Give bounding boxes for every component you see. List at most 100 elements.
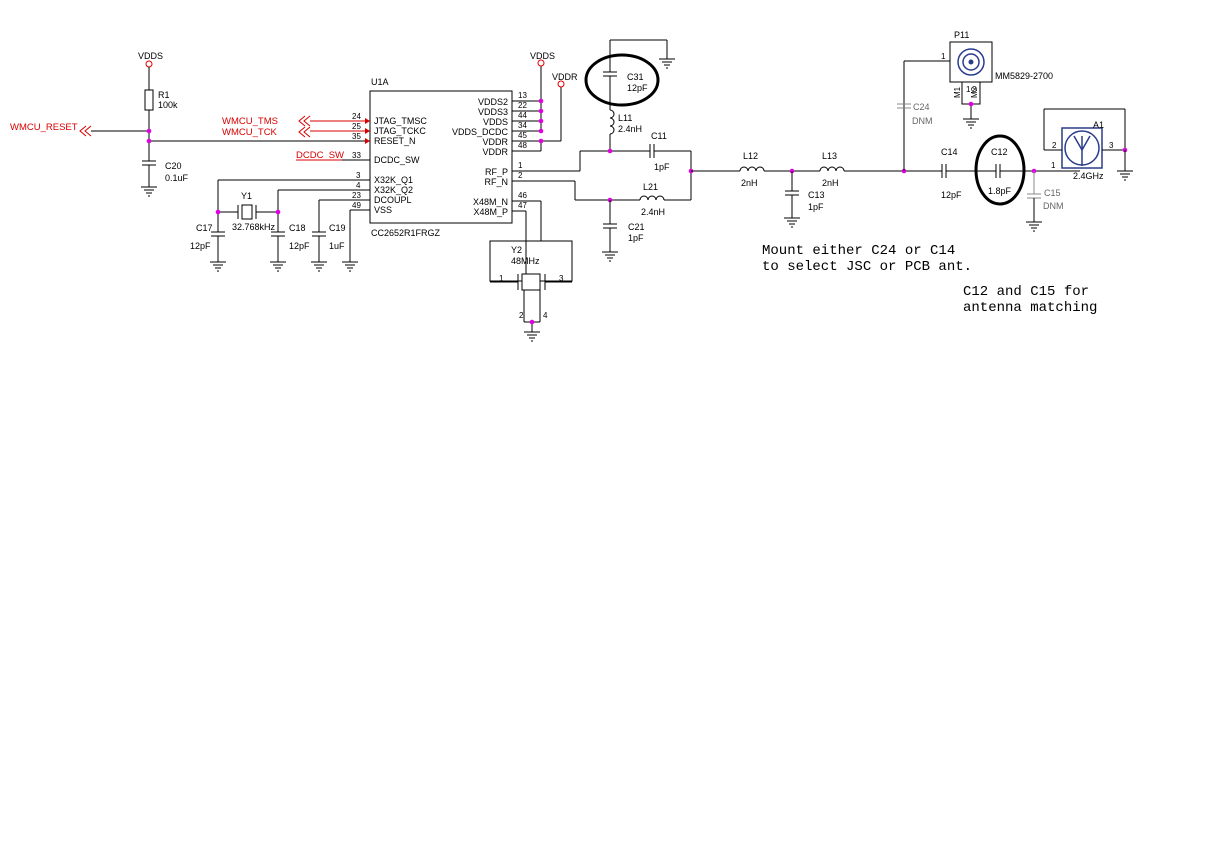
gnd-c21 — [602, 251, 618, 262]
gnd-y2 — [524, 331, 540, 342]
a1-value: 2.4GHz — [1073, 171, 1104, 181]
c18-ref: C18 — [289, 223, 306, 233]
note-match-line2: antenna matching — [963, 300, 1097, 316]
c17-ref: C17 — [196, 223, 213, 233]
pin-name-r1: VDDS3 — [478, 107, 508, 117]
c14-ref: C14 — [941, 147, 958, 157]
pin-num-r7: 2 — [518, 171, 523, 180]
pin-name-r2: VDDS — [483, 117, 508, 127]
pin-num-r8: 46 — [518, 191, 527, 200]
gnd-c15 — [1026, 221, 1042, 232]
l12-value: 2nH — [741, 178, 758, 188]
pin-num-r4: 45 — [518, 131, 527, 140]
note-match-line1: C12 and C15 for — [963, 284, 1089, 300]
xtal-32k-circuit: Y1 32.768kHz C17 12pF C18 12pF C19 — [190, 179, 370, 272]
a1-ref: A1 — [1093, 120, 1104, 130]
r1-ref: R1 — [158, 90, 170, 100]
pin-name-r6: RF_P — [485, 167, 508, 177]
c17-value: 12pF — [190, 241, 211, 251]
vddr-port — [557, 80, 565, 88]
c15-value: DNM — [1043, 201, 1064, 211]
l21-value: 2.4nH — [641, 207, 665, 217]
c31-highlight-circle — [584, 53, 660, 107]
pin-num-r0: 13 — [518, 91, 527, 100]
l13-ref: L13 — [822, 151, 837, 161]
c11-ref: C11 — [651, 131, 667, 141]
pcb-antenna-path: C14 12pF C12 1.8pF C15 DNM 1 A1 2.4GHz 2… — [941, 108, 1133, 232]
c21-value: 1pF — [628, 233, 644, 243]
p11-m1: M1 — [953, 86, 962, 98]
net-wmcu-tck: WMCU_TCK — [222, 127, 278, 138]
c21-ref: C21 — [628, 222, 645, 232]
p11-ref: P11 — [954, 30, 969, 40]
pin-num-l1: 25 — [352, 122, 361, 131]
y2-ref: Y2 — [511, 245, 522, 255]
y1-crystal — [241, 204, 253, 220]
y2-pin4: 4 — [543, 311, 548, 320]
vdds-label-ic: VDDS — [530, 51, 555, 61]
y2-pin3: 3 — [559, 274, 564, 283]
pin-num-l0: 24 — [352, 112, 361, 121]
pin-num-l5: 4 — [356, 181, 361, 190]
pin-num-l6: 23 — [352, 191, 361, 200]
l11-value: 2.4nH — [618, 124, 642, 134]
pin-name-l4: X32K_Q1 — [374, 175, 413, 185]
l13-inductor — [819, 166, 845, 172]
vdds-label-r1: VDDS — [138, 51, 163, 61]
notes: Mount either C24 or C14 to select JSC or… — [762, 243, 1097, 316]
pin-name-l7: VSS — [374, 205, 392, 215]
pin-num-l4: 3 — [356, 171, 361, 180]
a1-pin-feed: 1 — [1051, 161, 1056, 170]
pin-name-r9: X48M_P — [473, 207, 508, 217]
a1-pin-left: 2 — [1052, 141, 1057, 150]
c19-ref: C19 — [329, 223, 346, 233]
p11-pin-m2: 2 — [972, 85, 977, 94]
pin-name-r5: VDDR — [482, 147, 508, 157]
c14-value: 12pF — [941, 190, 962, 200]
p11-m2: M2 — [970, 86, 979, 98]
gnd-c18 — [270, 261, 286, 272]
net-wmcu-tms: WMCU_TMS — [222, 116, 278, 127]
c19-value: 1uF — [329, 241, 345, 251]
xtal-48m: Y2 48MHz 1 3 2 4 — [489, 240, 573, 342]
gnd-c13 — [784, 217, 800, 228]
p11-pin1: 1 — [941, 52, 946, 61]
c12-highlight-circle — [974, 134, 1026, 206]
l12-inductor — [739, 166, 765, 172]
reset-circuit: VDDS R1 100k C20 0.1uF WMCU_RESET WMCU_T… — [10, 51, 370, 197]
c20-value: 0.1uF — [165, 173, 189, 183]
pin-name-l2: RESET_N — [374, 136, 416, 146]
pin-name-r0: VDDS2 — [478, 97, 508, 107]
ic-designator: U1A — [371, 77, 389, 87]
pin-name-l0: JTAG_TMSC — [374, 116, 427, 126]
c31-value: 12pF — [627, 83, 648, 93]
pin-name-l1: JTAG_TCKC — [374, 126, 426, 136]
ic-part: CC2652R1FRGZ — [371, 228, 441, 238]
note-mount-line1: Mount either C24 or C14 — [762, 243, 955, 259]
pin-name-r3: VDDS_DCDC — [452, 127, 509, 137]
y2-pin1: 1 — [499, 274, 504, 283]
pin-num-l7: 49 — [352, 201, 361, 210]
c12-value: 1.8pF — [988, 186, 1012, 196]
pin-num-r3: 34 — [518, 121, 527, 130]
c31-l11: C31 12pF L11 2.4nH — [584, 39, 675, 154]
a1-antenna-body — [1061, 127, 1103, 169]
c31-ref: C31 — [627, 72, 644, 82]
pin-name-r7: RF_N — [484, 177, 508, 187]
c15-ref: C15 — [1044, 188, 1061, 198]
net-dcdc-sw: DCDC_SW — [296, 150, 344, 161]
rf-filter: L12 2nH C13 1pF L13 2nH — [691, 151, 942, 228]
gnd-p11 — [963, 118, 979, 129]
pin-num-r6: 1 — [518, 161, 523, 170]
l13-value: 2nH — [822, 178, 839, 188]
l11-ref: L11 — [618, 113, 632, 123]
ic-u1a: U1A CC2652R1FRGZ 24 25 35 33 3 4 23 49 J… — [352, 51, 650, 282]
vdds-port-r1 — [145, 60, 153, 68]
c11-value: 1pF — [654, 162, 670, 172]
note-mount-line2: to select JSC or PCB ant. — [762, 259, 972, 275]
vddr-label: VDDR — [552, 72, 578, 82]
r1-value: 100k — [158, 100, 178, 110]
jsc-connector-path: C24 DNM P11 1 MM5829-2700 M1 M2 1 2 — [897, 30, 1053, 171]
l12-ref: L12 — [743, 151, 758, 161]
